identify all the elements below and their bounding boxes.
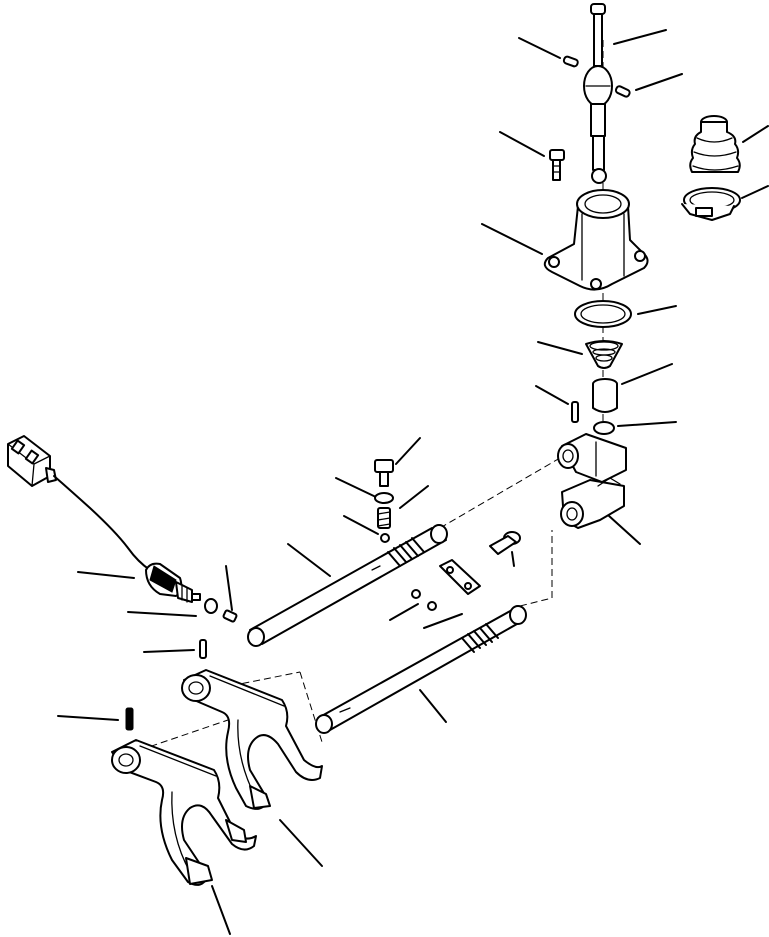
- detent-washer: [374, 492, 394, 504]
- lever-pin-lower: [614, 85, 631, 98]
- detent-balls: [411, 589, 437, 611]
- lock-plate: [439, 559, 481, 595]
- lever-bushing: [592, 378, 618, 413]
- assembly-lines: [139, 40, 604, 751]
- leader-detent-spring: [399, 485, 429, 509]
- fork-pin-lower: [125, 707, 134, 731]
- detent-spring: [377, 507, 391, 529]
- leader-housing-o-ring: [637, 305, 677, 315]
- leader-lever-bushing: [621, 363, 673, 385]
- leader-lever-housing: [481, 223, 543, 255]
- fork-front-axis-line: [139, 719, 229, 751]
- leader-detent-balls: [389, 603, 419, 621]
- leader-bushing-o-ring: [617, 421, 677, 427]
- upper-rail-axis-line: [439, 457, 561, 529]
- leader-shift-rail-upper: [287, 543, 331, 577]
- shift-lever: [583, 3, 613, 184]
- leader-rubber-boot: [742, 125, 769, 143]
- leader-bushing-pin: [535, 385, 569, 405]
- shift-rail-upper: [247, 524, 448, 647]
- lever-bolt: [549, 149, 565, 181]
- leader-shift-fork-rear: [279, 819, 323, 867]
- leader-lever-pin-upper: [518, 37, 561, 59]
- switch-o-ring: [204, 598, 218, 614]
- housing-o-ring: [574, 300, 632, 328]
- leader-detent-ball: [343, 515, 379, 535]
- leader-lever-spring: [537, 341, 583, 355]
- shift-block-upper: [557, 433, 627, 483]
- rubber-boot: [689, 115, 741, 173]
- leader-fork-pin-lower: [57, 715, 119, 721]
- leader-shift-lever: [613, 29, 667, 45]
- leader-fork-pin-upper: [143, 649, 195, 653]
- bushing-pin: [571, 401, 579, 423]
- switch-connector: [7, 435, 57, 487]
- shift-rail-lower: [315, 605, 527, 734]
- leader-lines: [57, 29, 769, 935]
- leader-neutral-switch: [77, 571, 135, 579]
- lever-pin-upper: [562, 55, 579, 68]
- leader-switch-o-ring: [127, 611, 197, 617]
- leader-lever-bolt: [499, 131, 545, 157]
- shift-fork-front: [111, 739, 257, 886]
- leader-detent-washer: [335, 477, 379, 499]
- switch-wire: [53, 475, 151, 571]
- leader-lever-pin-lower: [635, 73, 683, 91]
- leader-block-bolt: [511, 551, 515, 567]
- leader-shift-rail-lower: [419, 689, 447, 723]
- lower-rail-axis-line: [519, 530, 553, 607]
- block-bolt: [489, 531, 521, 555]
- switch-plug: [222, 609, 238, 623]
- leader-detent-bolt: [395, 437, 421, 465]
- bushing-o-ring: [593, 421, 615, 435]
- detent-bolt: [374, 459, 394, 487]
- detent-ball: [380, 533, 390, 543]
- leader-shift-fork-front: [211, 885, 231, 935]
- neutral-switch: [145, 562, 201, 603]
- leader-boot-clamp: [741, 185, 769, 199]
- fork-pin-upper: [199, 639, 207, 659]
- boot-clamp: [681, 187, 741, 221]
- shift-fork-rear: [181, 669, 323, 810]
- leader-switch-plug: [225, 565, 233, 611]
- lever-spring: [585, 340, 623, 369]
- shift-block-lower: [560, 477, 625, 529]
- lever-housing: [543, 189, 649, 291]
- leader-lock-plate: [423, 613, 463, 629]
